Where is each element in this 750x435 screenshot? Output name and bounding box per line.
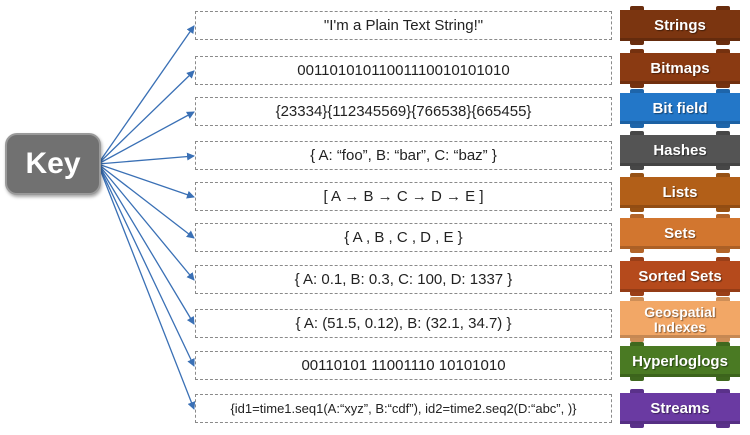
type-block-sets: Sets <box>620 214 740 253</box>
type-block-hashes: Hashes <box>620 131 740 170</box>
value-text: [ A → B → C → D → E ] <box>323 188 484 205</box>
type-label: Sorted Sets <box>638 268 722 285</box>
arrow-bit-field <box>97 111 195 165</box>
arrow-strings <box>97 25 195 165</box>
type-label: Sets <box>664 225 696 242</box>
type-block-sorted-sets: Sorted Sets <box>620 257 740 296</box>
value-box-geospatial-indexes: { A: (51.5, 0.12), B: (32.1, 34.7) } <box>195 309 612 338</box>
block-stud <box>716 292 730 296</box>
arrow-bitmaps <box>97 70 195 165</box>
arrow-lists <box>97 163 195 199</box>
block-stud <box>716 214 730 218</box>
value-text: { A: (51.5, 0.12), B: (32.1, 34.7) } <box>295 315 512 332</box>
block-stud <box>630 131 644 135</box>
value-text: { A , B , C , D , E } <box>344 229 463 246</box>
block-stud <box>630 389 644 393</box>
arrow-geospatial-indexes <box>97 163 195 325</box>
block-stud <box>630 173 644 177</box>
type-label: Geospatial Indexes <box>644 303 716 335</box>
value-box-strings: "I'm a Plain Text String!" <box>195 11 612 40</box>
value-text: { A: 0.1, B: 0.3, C: 100, D: 1337 } <box>294 271 513 288</box>
value-box-hashes: { A: “foo”, B: “bar”, C: “baz” } <box>195 141 612 170</box>
block-stud <box>716 49 730 53</box>
type-label: Hashes <box>653 142 707 159</box>
arrow-hyperloglogs <box>97 163 195 367</box>
value-box-sorted-sets: { A: 0.1, B: 0.3, C: 100, D: 1337 } <box>195 265 612 294</box>
block-stud <box>716 124 730 128</box>
block-stud <box>630 6 644 10</box>
value-text: {23334}{112345569}{766538}{665455} <box>275 103 532 120</box>
block-stud <box>630 49 644 53</box>
block-stud <box>716 173 730 177</box>
block-stud <box>716 257 730 261</box>
block-stud <box>630 208 644 212</box>
value-box-streams: {id1=time1.seq1(A:“xyz”, B:“cdf”), id2=t… <box>195 394 612 423</box>
value-text: "I'm a Plain Text String!" <box>323 17 484 34</box>
type-block-streams: Streams <box>620 389 740 428</box>
block-stud <box>716 6 730 10</box>
arrow-sets <box>97 163 195 239</box>
type-block-strings: Strings <box>620 6 740 45</box>
block-stud <box>716 424 730 428</box>
block-stud <box>630 84 644 88</box>
block-stud <box>630 249 644 253</box>
block-stud <box>716 89 730 93</box>
block-stud <box>716 41 730 45</box>
block-stud <box>716 166 730 170</box>
block-stud <box>716 389 730 393</box>
value-box-bitmaps: 00110101011001110010101010 <box>195 56 612 85</box>
type-label: Streams <box>650 400 710 417</box>
block-stud <box>630 377 644 381</box>
block-stud <box>630 292 644 296</box>
type-block-bit-field: Bit field <box>620 89 740 128</box>
type-label: Hyperloglogs <box>632 353 728 370</box>
arrow-streams <box>97 163 196 410</box>
block-stud <box>716 131 730 135</box>
value-text: 00110101 11001110 10101010 <box>301 357 506 374</box>
key-box: Key <box>5 133 101 195</box>
value-box-bit-field: {23334}{112345569}{766538}{665455} <box>195 97 612 126</box>
value-text: {id1=time1.seq1(A:“xyz”, B:“cdf”), id2=t… <box>230 401 577 416</box>
block-stud <box>630 257 644 261</box>
type-label: Strings <box>654 17 706 34</box>
block-stud <box>630 338 644 342</box>
block-stud <box>630 41 644 45</box>
block-stud <box>630 124 644 128</box>
block-stud <box>630 424 644 428</box>
value-box-hyperloglogs: 00110101 11001110 10101010 <box>195 351 612 380</box>
block-stud <box>630 166 644 170</box>
block-stud <box>716 338 730 342</box>
key-label: Key <box>25 147 81 180</box>
block-stud <box>630 297 644 301</box>
block-stud <box>716 208 730 212</box>
value-text: 00110101011001110010101010 <box>297 62 510 79</box>
arrow-hashes <box>97 152 195 165</box>
block-stud <box>630 89 644 93</box>
arrow-sorted-sets <box>97 163 195 281</box>
type-block-bitmaps: Bitmaps <box>620 49 740 88</box>
type-label: Bitmaps <box>650 60 710 77</box>
type-label: Bit field <box>652 100 708 117</box>
type-block-lists: Lists <box>620 173 740 212</box>
value-box-lists: [ A → B → C → D → E ] <box>195 182 612 211</box>
block-stud <box>716 84 730 88</box>
block-stud <box>716 342 730 346</box>
block-stud <box>630 214 644 218</box>
type-label: Lists <box>662 184 698 201</box>
block-stud <box>716 297 730 301</box>
block-stud <box>716 249 730 253</box>
value-text: { A: “foo”, B: “bar”, C: “baz” } <box>310 147 497 164</box>
type-block-geospatial-indexes: Geospatial Indexes <box>620 297 740 342</box>
value-box-sets: { A , B , C , D , E } <box>195 223 612 252</box>
block-stud <box>716 377 730 381</box>
block-stud <box>630 342 644 346</box>
type-block-hyperloglogs: Hyperloglogs <box>620 342 740 381</box>
